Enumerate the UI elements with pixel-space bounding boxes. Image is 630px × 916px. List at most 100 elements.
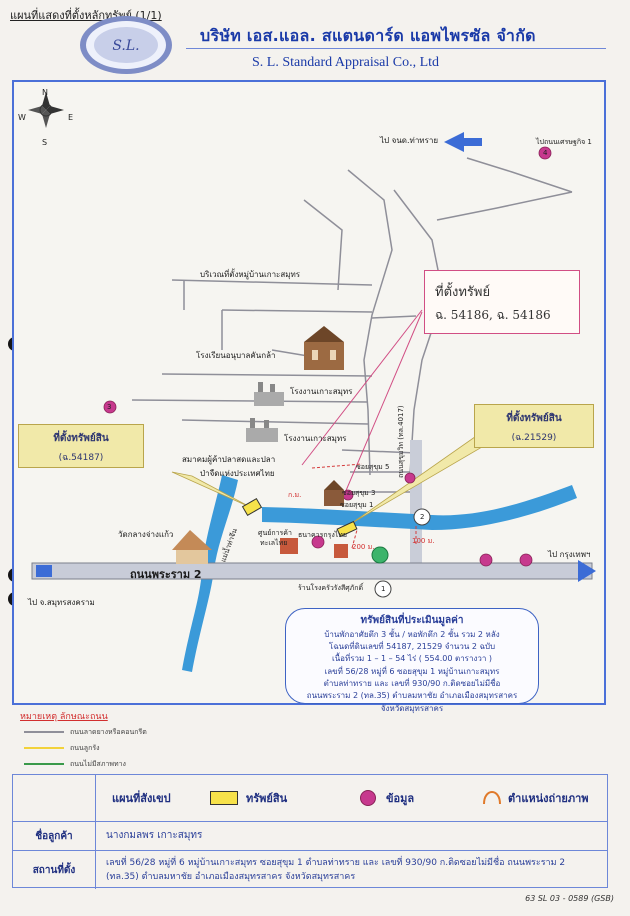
compass-north-label: N: [42, 88, 48, 97]
pointer-line: [301, 309, 423, 466]
asset-symbol-icon: [210, 791, 238, 805]
road-north-label: ไปถนนเศรษฐกิจ 1: [536, 138, 592, 146]
asset-callout-deed: (ฉ.54187): [58, 453, 104, 463]
school-label: โรงเรียนอนุบาลคันกล้า: [196, 351, 276, 360]
client-head: ชื่อลูกค้า: [35, 830, 73, 842]
data-symbol-label: ข้อมูล: [386, 792, 415, 805]
asset-callout-left: ที่ตั้งทรัพย์สิน (ฉ.54187): [18, 424, 144, 468]
cell-divider: [95, 851, 96, 889]
asset-callout-right: ที่ตั้งทรัพย์สิน (ฉ.21529): [474, 404, 594, 448]
document-code: 63 SL 03 - 0589 (GSB): [525, 894, 614, 903]
side-road-label: ถนนสุขุมวิท (ทล.4017): [397, 405, 405, 478]
client-name: นางกมลพร เกาะสมุทร: [106, 830, 203, 841]
handwritten-note-line2: ฉ. 54186, ฉ. 54186: [435, 308, 551, 322]
bank-label: ธนาคารกรุงไทย: [298, 531, 348, 539]
landmark-building-icon: [280, 538, 348, 558]
handwritten-note: ที่ตั้งทรัพย์ ฉ. 54186, ฉ. 54186: [424, 270, 580, 334]
location-line: เลขที่ 56/28 หมู่ที่ 6 หมู่บ้านเกาะสมุทร…: [106, 857, 566, 868]
legend-swatch: [24, 747, 64, 749]
photo-number: 2: [420, 513, 425, 521]
info-line: เนื้อที่รวม 1 – 1 – 54 ไร่ ( 554.00 ตารา…: [331, 654, 493, 664]
km-label: ก.ม.: [288, 491, 302, 499]
marker-number: 4: [543, 149, 548, 157]
info-line: ถนนพระราม 2 (ทล.35) ตำบลมหาชัย อำเภอเมือ…: [306, 691, 518, 701]
handwritten-note-line1: ที่ตั้งทรัพย์: [435, 285, 491, 300]
legend-row-laterite: ถนนลูกรัง: [24, 743, 100, 754]
data-symbol-icon: [360, 790, 376, 806]
compass-east-label: E: [68, 113, 74, 122]
shopping-center-label-line2: ทะเลไทย: [260, 539, 288, 547]
legend-label: ถนนไม่มีสภาพทาง: [70, 760, 126, 768]
soi1-label: ซอยสุขุม 1: [340, 501, 374, 509]
arrow-left-marker-icon: [36, 565, 52, 577]
arrow-top-icon: [444, 132, 482, 152]
appraised-property-box: ทรัพย์สินที่ประเมินมูลค่า บ้านพักอาศัยตึ…: [285, 608, 539, 713]
legend-swatch: [24, 731, 64, 733]
asset-marker-left: [241, 497, 263, 517]
legend-row-unpaved: ถนนไม่มีสภาพทาง: [24, 759, 126, 770]
company-name-thai: บริษัท เอส.แอล. สแตนดาร์ด แอพไพรซัล จำกั…: [200, 26, 536, 45]
company-logo: S.L.: [80, 16, 172, 74]
landmark-shrine-icon: [324, 480, 344, 506]
location-value: เลขที่ 56/28 หมู่ที่ 6 หมู่บ้านเกาะสมุทร…: [96, 856, 565, 885]
distance-label: 200 ม.: [352, 543, 375, 551]
cell-divider: [95, 775, 96, 821]
info-title: ทรัพย์สินที่ประเมินมูลค่า: [360, 615, 464, 626]
side-road: [410, 440, 422, 570]
client-row: ชื่อลูกค้า นางกมลพร เกาะสมุทร: [13, 822, 607, 851]
photo-position-icon: [483, 790, 501, 805]
map-frame: [12, 80, 606, 705]
landmark-factory-icon: [246, 418, 278, 442]
photo-symbol-label: ตำแหน่งถ่ายภาพ: [508, 792, 589, 805]
cell-divider: [95, 822, 96, 850]
asset-callout-title: ที่ตั้งทรัพย์สิน: [53, 433, 109, 444]
landmark-factory-icon: [254, 382, 284, 406]
asset-marker-right: [336, 520, 358, 538]
callout-pointer-left: [171, 471, 253, 509]
legend-title: หมายเหตุ ลักษณะถนน: [20, 712, 108, 722]
photo-position-icon: [413, 508, 431, 526]
association-label-line2: ป่าจืดแห่งประเทศไทย: [200, 469, 275, 478]
info-line: เลขที่ 56/28 หมู่ที่ 6 ซอยสุขุม 1 หมู่บ้…: [324, 666, 500, 676]
association-label: สมาคมผู้ค้าปลาสดและปลา: [182, 455, 276, 464]
legend-swatch: [24, 763, 64, 765]
asset-callout-deed: (ฉ.21529): [511, 433, 557, 443]
location-line: (ทล.35) ตำบลมหาชัย อำเภอเมืองสมุทรสาคร จ…: [106, 872, 356, 882]
info-line: จังหวัดสมุทรสาคร: [380, 703, 444, 713]
soi3-label: ซอยสุขุม 3: [342, 489, 376, 497]
legend-label: ถนนลาดยางหรือคอนกรีต: [70, 728, 147, 736]
photo-position-icon: [374, 580, 392, 598]
factory-label: โรงงานเกาะสมุทร: [290, 387, 353, 396]
svg-text:S.L.: S.L.: [112, 38, 139, 54]
location-head: สถานที่ตั้ง: [32, 864, 76, 876]
destination-left-label: ไป จ.สมุทรสงคราม: [28, 598, 95, 607]
bank-logo-icon: [371, 546, 389, 564]
destination-right-label: ไป กรุงเทพฯ: [548, 550, 591, 559]
village-area-label: บริเวณที่ตั้งหมู่บ้านเกาะสมุทร: [200, 270, 301, 279]
data-markers: [103, 146, 552, 567]
map-canvas: [28, 92, 596, 672]
asset-callout-title: ที่ตั้งทรัพย์สิน: [506, 413, 562, 424]
compass-icon: [28, 92, 64, 128]
soi5-label: ซอยสุขุม 5: [356, 463, 390, 471]
temple-label: วัดกลางจ่างแก้ว: [118, 530, 174, 539]
compass-west-label: W: [18, 113, 26, 122]
distance-line: [351, 529, 358, 549]
distance-line: [311, 463, 363, 469]
factory-label: โรงงานเกาะสมุทร: [284, 434, 347, 443]
photo-number: 1: [381, 585, 386, 593]
compass-south-label: S: [42, 138, 48, 147]
pointer-line: [341, 311, 423, 501]
map-sketch-label: แผนที่สังเขป: [112, 792, 171, 805]
main-road-label: ถนนพระราม 2: [130, 568, 202, 581]
legend-symbol-row: แผนที่สังเขป ทรัพย์สิน ข้อมูล ตำแหน่งถ่า…: [13, 775, 607, 822]
company-name-english: S. L. Standard Appraisal Co., Ltd: [252, 55, 440, 70]
info-line: ตำบลท่าทราย และ เลขที่ 930/90 ก.ติดซอยไม…: [323, 679, 501, 689]
main-road: [31, 562, 593, 580]
info-table: แผนที่สังเขป ทรัพย์สิน ข้อมูล ตำแหน่งถ่า…: [12, 774, 608, 889]
info-line: บ้านพักอาศัยตึก 3 ชั้น / หอพักตึก 2 ชั้น…: [324, 629, 500, 639]
marker-number: 3: [107, 403, 112, 411]
distance-label: 100 ม.: [412, 537, 435, 545]
canal-east: [262, 485, 577, 530]
arrow-right-icon: [578, 560, 596, 582]
